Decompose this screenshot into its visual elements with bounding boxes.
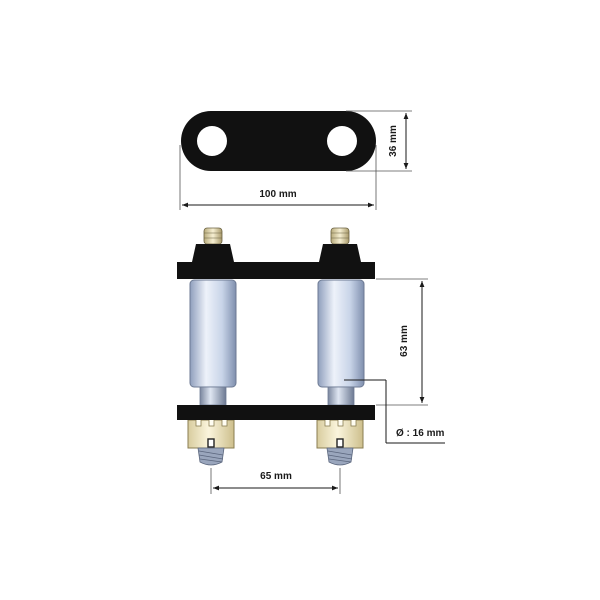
bolt-diameter-callout: Ø : 16 mm (344, 379, 445, 444)
castle-nut-left (187, 415, 235, 449)
grease-nipple-left (203, 227, 223, 245)
bolt-length-label: 63 mm (399, 325, 410, 357)
pin-left (199, 386, 227, 406)
plate-top-view (181, 111, 376, 171)
right-bolt (316, 227, 365, 466)
plate-hole-left (197, 126, 227, 156)
pin-right (327, 386, 355, 406)
bushing-left (189, 279, 237, 388)
bushing-right (317, 279, 365, 388)
bolt-spacing-label: 65 mm (260, 471, 292, 482)
plate-length-dimension: 100 mm (179, 145, 377, 210)
bottom-side-plate (177, 405, 375, 420)
plate-hole-right (327, 126, 357, 156)
plate-height-label: 36 mm (388, 125, 399, 157)
thread-right (326, 447, 354, 466)
bolt-length-dimension: 63 mm (376, 278, 428, 406)
bolt-spacing-dimension: 65 mm (210, 468, 341, 494)
bolt-diameter-label: Ø : 16 mm (396, 428, 444, 439)
plate-shape (181, 111, 376, 171)
top-nut-left (192, 244, 234, 262)
left-bolt (187, 227, 237, 466)
shackle-assembly (177, 227, 375, 466)
top-nut-right (319, 244, 361, 262)
plate-height-dimension: 36 mm (346, 110, 412, 172)
plate-length-label: 100 mm (259, 189, 296, 200)
castle-nut-right (316, 415, 364, 449)
grease-nipple-right (330, 227, 350, 245)
thread-left (197, 447, 225, 466)
top-side-plate (177, 262, 375, 279)
